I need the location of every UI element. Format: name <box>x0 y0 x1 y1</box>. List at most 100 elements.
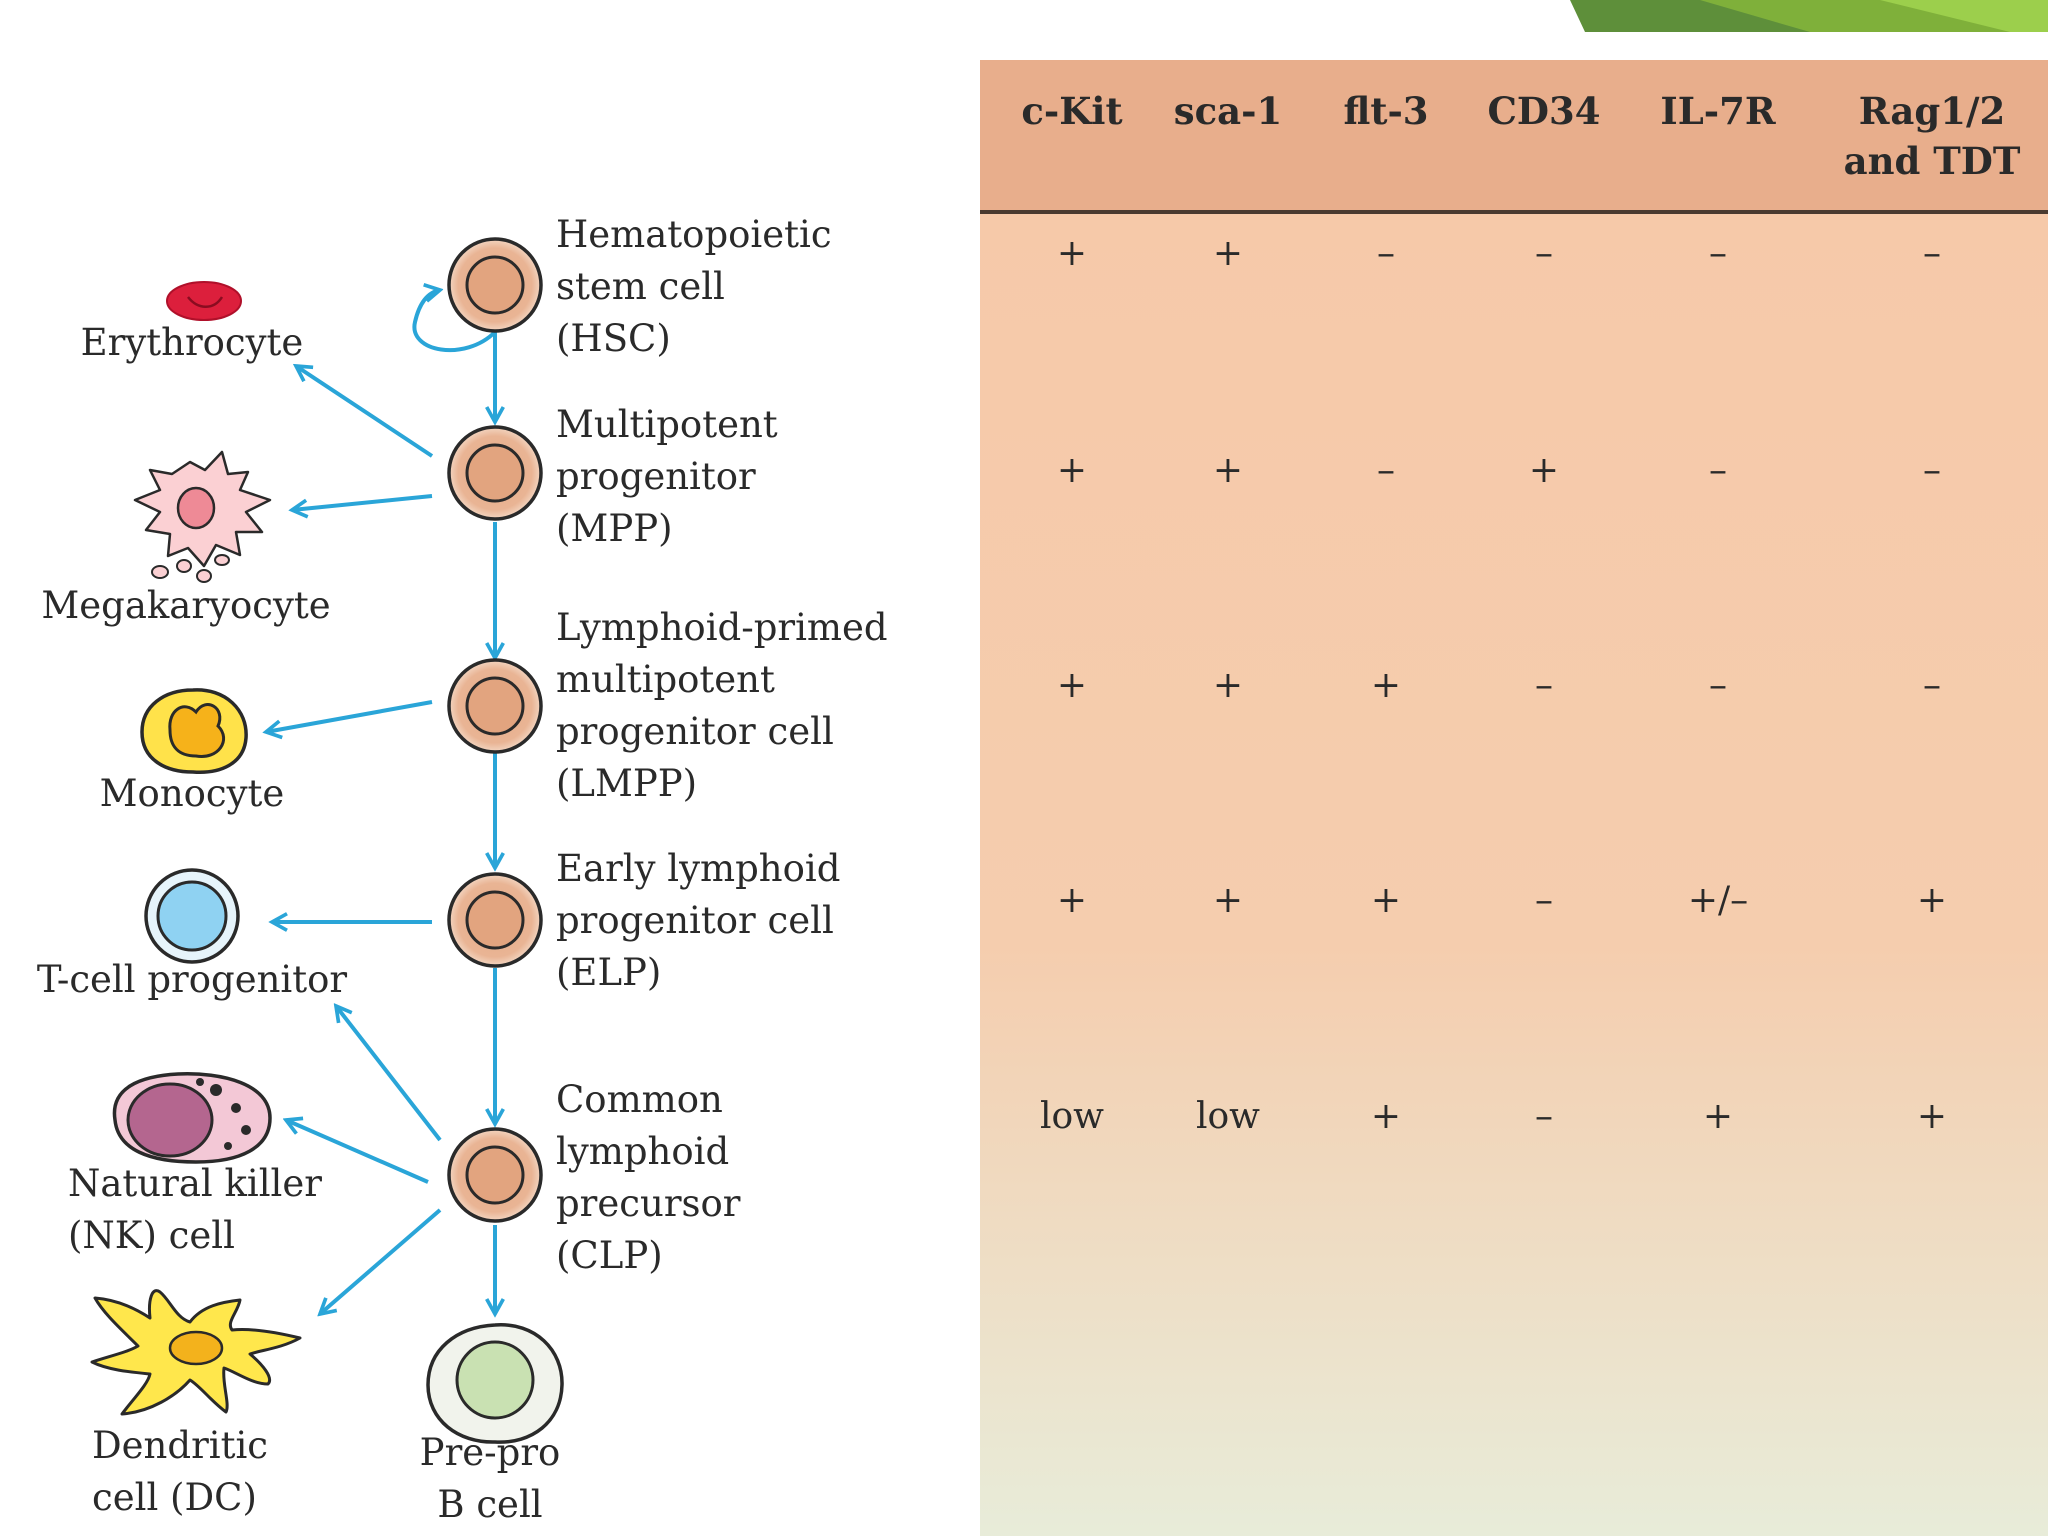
lmpp-cell <box>447 658 543 754</box>
dendritic-cell <box>90 1289 302 1416</box>
table-cell: + <box>1529 450 1559 491</box>
hsc-label-line: stem cell <box>556 265 725 308</box>
dendritic-cell-label: Dendritic cell (DC) <box>92 1424 268 1519</box>
slide-accent-shape <box>1570 0 2048 32</box>
arrow-clp-to-nk-cell <box>286 1120 429 1184</box>
clp-label-line: precursor <box>556 1182 741 1225</box>
table-header-2-line: flt-3 <box>1343 89 1428 133</box>
erythrocyte-label-line: Erythrocyte <box>81 321 304 364</box>
table-cell: + <box>1057 450 1087 491</box>
dendritic-cell-label-line: cell (DC) <box>92 1476 257 1519</box>
table-cell: + <box>1371 1096 1401 1137</box>
branch-cells <box>90 281 302 1416</box>
t-cell-progenitor-label-line: T-cell progenitor <box>37 958 347 1001</box>
hematopoiesis-diagram: Hematopoietic stem cell (HSC) Multipotent pr… <box>37 89 2021 1526</box>
table-cell: – <box>1535 880 1553 921</box>
hsc-cell <box>447 237 543 333</box>
nk-cell-label-line: (NK) cell <box>68 1214 235 1257</box>
marker-table-panel <box>980 60 2048 1536</box>
elp-label-line: progenitor cell <box>556 899 834 942</box>
megakaryocyte-cell <box>133 450 272 583</box>
lmpp-label-line: (LMPP) <box>556 762 697 805</box>
arrow-mpp-to-erythrocyte <box>296 366 434 458</box>
elp-label: Early lymphoid progenitor cell (ELP) <box>556 847 840 994</box>
arrow-lmpp-to-monocyte <box>266 700 433 732</box>
hsc-label-line: Hematopoietic <box>556 213 832 256</box>
table-cell: – <box>1535 233 1553 274</box>
table-cell: low <box>1196 1096 1260 1137</box>
lmpp-label-line: progenitor cell <box>556 710 834 753</box>
table-header-3-line: CD34 <box>1487 89 1600 133</box>
table-cell: + <box>1057 233 1087 274</box>
table-header-0-line: c-Kit <box>1021 89 1122 133</box>
monocyte-cell <box>140 688 248 774</box>
elp-label-line: Early lymphoid <box>556 847 840 890</box>
megakaryocyte-label-line: Megakaryocyte <box>41 584 330 627</box>
arrow-clp-to-t-cell-progenitor <box>336 1006 442 1142</box>
table-header-5-line: Rag1/2 <box>1859 89 2005 133</box>
clp-label-line: (CLP) <box>556 1234 663 1277</box>
pre-pro-b-cell <box>426 1323 564 1444</box>
clp-label: Common lymphoid precursor (CLP) <box>556 1078 741 1277</box>
table-cell: + <box>1917 1096 1947 1137</box>
table-cell: + <box>1213 233 1243 274</box>
mpp-label-line: progenitor <box>556 455 756 498</box>
progenitor-cells <box>426 237 564 1444</box>
lmpp-label-line: Lymphoid-primed <box>556 606 888 649</box>
t-cell-progenitor-cell <box>144 868 240 964</box>
arrow-clp-to-dendritic-cell <box>320 1208 442 1314</box>
table-cell: – <box>1709 233 1727 274</box>
nk-cell-label-line: Natural killer <box>68 1162 322 1205</box>
table-header-2: flt-3 <box>1343 89 1428 133</box>
megakaryocyte-label: Megakaryocyte <box>41 584 330 627</box>
table-header-4: IL-7R <box>1660 89 1775 133</box>
table-cell: – <box>1377 450 1395 491</box>
table-cell: + <box>1371 665 1401 706</box>
nk-cell-label: Natural killer (NK) cell <box>68 1162 322 1257</box>
table-header-5-line: and TDT <box>1844 139 2021 183</box>
clp-label-line: Common <box>556 1078 723 1121</box>
table-header-1-line: sca-1 <box>1174 89 1282 133</box>
monocyte-label: Monocyte <box>100 772 285 815</box>
table-header-row: c-Kit sca-1 flt-3 CD34 IL-7R Rag1/2 and TDT <box>1021 89 2020 183</box>
table-header-5: Rag1/2 and TDT <box>1844 89 2021 183</box>
table-cell: + <box>1057 665 1087 706</box>
table-cell: low <box>1040 1096 1104 1137</box>
mpp-cell <box>447 425 543 521</box>
pre-pro-b-label-line: Pre-pro <box>420 1431 561 1474</box>
table-cell: + <box>1057 880 1087 921</box>
table-header-4-line: IL-7R <box>1660 89 1775 133</box>
table-cell: – <box>1709 450 1727 491</box>
hsc-label-line: (HSC) <box>556 317 671 360</box>
clp-label-line: lymphoid <box>556 1130 729 1173</box>
table-cell: – <box>1709 665 1727 706</box>
dendritic-cell-label-line: Dendritic <box>92 1424 268 1467</box>
monocyte-label-line: Monocyte <box>100 772 285 815</box>
table-cell: + <box>1213 880 1243 921</box>
pre-pro-b-label-line: B cell <box>437 1483 542 1526</box>
erythrocyte-cell <box>166 281 242 321</box>
lineage-arrows <box>266 290 495 1314</box>
lmpp-label-line: multipotent <box>556 658 775 701</box>
table-header-band <box>980 60 2048 212</box>
table-cell: + <box>1371 880 1401 921</box>
hsc-label: Hematopoietic stem cell (HSC) <box>556 213 832 360</box>
table-cell: + <box>1213 665 1243 706</box>
table-cell: – <box>1535 1096 1553 1137</box>
table-cell: – <box>1923 450 1941 491</box>
nk-cell <box>112 1072 272 1164</box>
mpp-label-line: Multipotent <box>556 403 778 446</box>
table-cell: – <box>1377 233 1395 274</box>
table-cell: +/– <box>1688 880 1748 921</box>
table-cell: – <box>1923 233 1941 274</box>
elp-label-line: (ELP) <box>556 951 661 994</box>
erythrocyte-label: Erythrocyte <box>81 321 304 364</box>
cell-labels: Hematopoietic stem cell (HSC) Multipotent pr… <box>37 213 888 1526</box>
table-cell: + <box>1213 450 1243 491</box>
table-cell: + <box>1917 880 1947 921</box>
table-cell: – <box>1923 665 1941 706</box>
table-header-1: sca-1 <box>1174 89 1282 133</box>
